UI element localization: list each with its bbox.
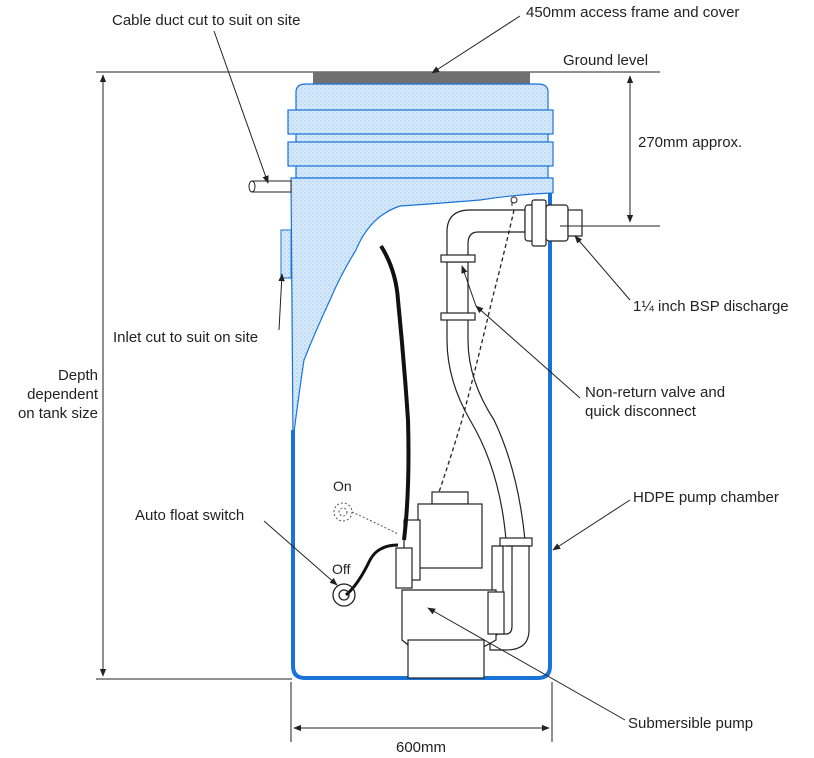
- label-float-switch: Auto float switch: [135, 507, 244, 524]
- label-discharge: 1¼ inch BSP discharge: [633, 298, 789, 315]
- inlet-patch: [280, 229, 292, 279]
- leader-discharge: [574, 235, 631, 301]
- label-access-frame: 450mm access frame and cover: [526, 4, 739, 21]
- label-float-on: On: [333, 478, 352, 494]
- pipe-collar-1: [440, 254, 476, 263]
- leader-valve-2: [461, 265, 477, 307]
- rim-rib-1: [287, 109, 554, 135]
- submersible-pump: [395, 491, 505, 679]
- leader-float: [263, 520, 338, 586]
- label-depth-2: dependent: [27, 386, 99, 403]
- lifting-chain: [437, 209, 515, 496]
- cable-duct: [251, 180, 292, 193]
- leader-cable-duct: [213, 30, 269, 184]
- discharge-fitting: [545, 204, 569, 242]
- leader-pump: [427, 607, 626, 721]
- float-on-position: [333, 502, 399, 535]
- label-pump: Submersible pump: [628, 715, 753, 732]
- leader-chamber: [552, 499, 631, 551]
- float-cable: [345, 543, 399, 597]
- valve-nut: [531, 199, 547, 247]
- label-cable-duct: Cable duct cut to suit on site: [112, 12, 300, 29]
- pipe-collar-3: [499, 537, 533, 547]
- label-valve-2: quick disconnect: [585, 403, 697, 420]
- leader-valve-1: [475, 305, 581, 399]
- rim-rib-2: [287, 141, 554, 167]
- float-off-position: [332, 583, 356, 607]
- label-clearance: 270mm approx.: [638, 134, 742, 151]
- discharge-end: [567, 209, 583, 237]
- pipe-collar-2: [440, 312, 476, 321]
- cable-duct-end: [248, 180, 256, 193]
- label-valve-1: Non-return valve and: [585, 384, 725, 401]
- label-float-off: Off: [332, 561, 351, 577]
- access-cover: [313, 72, 530, 84]
- power-cable: [379, 244, 411, 541]
- label-depth-1: Depth: [58, 367, 98, 384]
- leader-access-frame: [431, 15, 521, 74]
- label-ground-level: Ground level: [563, 52, 648, 69]
- riser-pipe: [446, 209, 526, 263]
- label-depth-3: on tank size: [18, 405, 98, 422]
- leader-inlet: [278, 273, 285, 331]
- label-chamber: HDPE pump chamber: [633, 489, 779, 506]
- label-inlet: Inlet cut to suit on site: [113, 329, 258, 346]
- chamber-wall-upper: [290, 177, 554, 441]
- label-width: 600mm: [396, 739, 446, 756]
